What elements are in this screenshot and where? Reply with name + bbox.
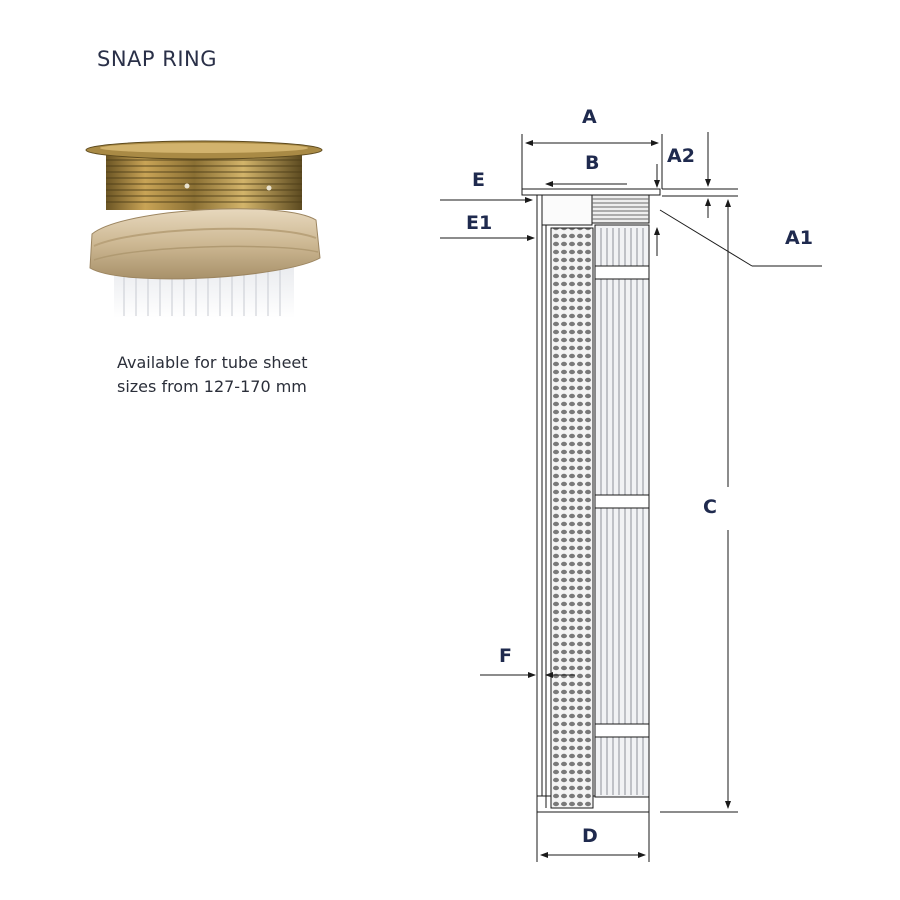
dim-label-c: C [703,496,717,518]
pleated-media [594,224,650,798]
dim-label-d: D [582,825,598,847]
inner-mesh-core [550,227,594,809]
dimension-lines [440,132,822,862]
snap-ring-photo [85,140,323,318]
dim-label-b: B [585,152,599,174]
collar-threads [592,198,649,220]
caption-line-2: sizes from 127-170 mm [117,377,307,396]
dim-label-a1: A1 [785,227,813,249]
caption-line-1: Available for tube sheet [117,353,308,372]
dim-label-e: E [472,169,485,191]
section-title: SNAP RING [97,47,218,71]
availability-caption: Available for tube sheet sizes from 127-… [117,351,308,399]
dim-label-f: F [499,645,512,667]
dim-label-e1: E1 [466,212,492,234]
dim-label-a: A [582,106,597,128]
dim-label-a2: A2 [667,145,695,167]
